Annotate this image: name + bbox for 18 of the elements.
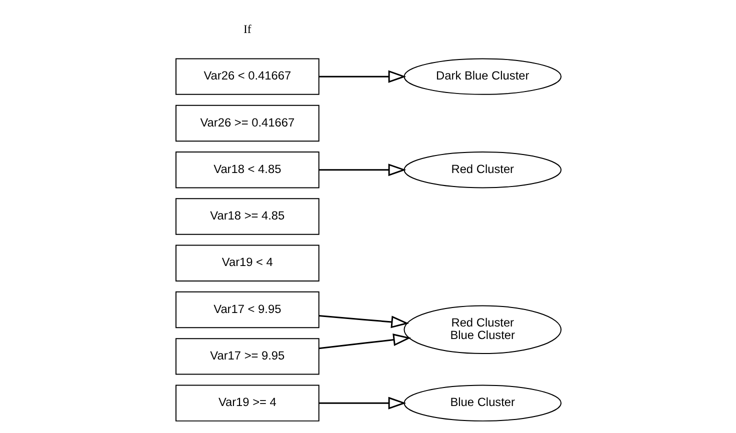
arrow (318, 396, 406, 410)
node-box: Var19 >= 4 (174, 384, 319, 422)
arrow (318, 70, 406, 83)
node-ellipse: Dark Blue Cluster (403, 58, 562, 95)
arrow (318, 334, 411, 350)
arrow (318, 164, 406, 176)
node-box: Var26 >= 0.41667 (174, 104, 319, 142)
arrow (318, 315, 409, 328)
node-box: Var17 < 9.95 (174, 291, 319, 328)
node-ellipse: Blue Cluster (403, 384, 562, 422)
node-box: Var18 < 4.85 (174, 152, 319, 188)
node-box: Var18 >= 4.85 (174, 198, 319, 235)
node-box: Var17 >= 9.95 (174, 338, 319, 375)
label: If (242, 22, 251, 36)
node-ellipse: Red Cluster Blue Cluster (403, 305, 562, 354)
node-box: Var26 < 0.41667 (174, 58, 319, 95)
node-box: Var19 < 4 (174, 244, 319, 282)
node-ellipse: Red Cluster (403, 152, 562, 188)
